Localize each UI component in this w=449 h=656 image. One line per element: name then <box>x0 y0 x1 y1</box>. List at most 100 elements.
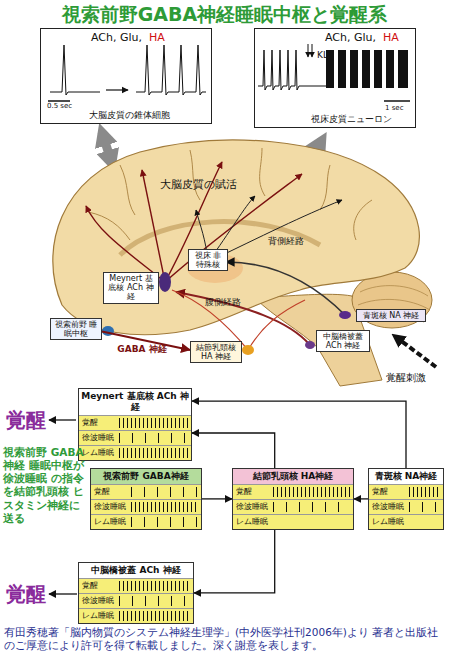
spike-ticks <box>119 611 190 621</box>
trace-panel: ACh, Glu,HA0.5 sec大脳皮質の錐体細胞 <box>40 28 212 124</box>
spike-ticks <box>273 487 350 497</box>
neuron <box>159 272 171 292</box>
nucleus-box: 青斑核 NA 神経 <box>356 309 426 322</box>
spike-ticks <box>119 596 190 606</box>
panel-text: 大脳皮質の錐体細胞 <box>89 111 170 121</box>
spike-ticks <box>273 517 350 527</box>
state-row: 徐波睡眠 <box>91 499 201 514</box>
annotation-label: 覚醒刺激 <box>386 372 426 385</box>
connector-arrow <box>354 498 368 499</box>
burst <box>338 50 346 88</box>
nucleus-name: Meynert 基底核 ACh 神経 <box>106 274 156 302</box>
state-row: レム睡眠 <box>369 514 443 529</box>
panel-text: ACh, Glu, <box>91 32 142 44</box>
table-header: 結節乳頭核 HA神経 <box>233 469 353 484</box>
nucleus-name: 視索前野 GABA神経 <box>103 471 188 481</box>
state-name: レム睡眠 <box>91 516 131 527</box>
panel-text: 1 sec <box>385 105 403 113</box>
state-name: 徐波睡眠 <box>79 432 119 443</box>
nucleus-name: 青斑核 NA 神経 <box>359 311 423 320</box>
neuron <box>339 311 351 319</box>
fiber <box>208 200 342 262</box>
spike-trace <box>50 45 100 95</box>
cerebellum-folia <box>358 286 430 322</box>
annotation-label: 覚醒 <box>6 582 46 607</box>
state-row: 徐波睡眠 <box>79 593 193 608</box>
scale-bar <box>384 100 410 102</box>
state-row: レム睡眠 <box>91 514 201 529</box>
state-name: 覚醒 <box>369 486 409 497</box>
burst <box>386 50 394 88</box>
nucleus-name: 青斑核 NA神経 <box>375 471 438 481</box>
annotation-label: 腹側経路 <box>205 297 241 308</box>
cerebrum <box>53 140 420 335</box>
state-name: 覚醒 <box>91 486 131 497</box>
state-row: 徐波睡眠 <box>369 499 443 514</box>
connector-arrow <box>194 530 275 593</box>
panel-text: KL <box>317 51 328 61</box>
arousal-stimulus-arrow <box>396 337 436 367</box>
state-name: 徐波睡眠 <box>233 501 273 512</box>
spike-ticks <box>409 502 440 512</box>
nucleus-name: 中脳橋被蓋 ACh 神経 <box>319 332 367 350</box>
state-row: 覚醒 <box>369 484 443 499</box>
connector-arrow <box>202 498 232 499</box>
spike-ticks <box>119 418 188 428</box>
neuron-activity-box: 結節乳頭核 HA神経覚醒徐波睡眠レム睡眠 <box>232 468 354 530</box>
diagram-title: 視索前野GABA神経睡眠中枢と覚醒系 <box>0 3 449 26</box>
state-row: レム睡眠 <box>79 445 191 460</box>
annotation-label: 背側経路 <box>268 236 304 247</box>
spike-ticks <box>131 487 198 497</box>
spike-ticks <box>131 502 198 512</box>
burst <box>350 50 358 88</box>
nucleus-box: 中脳橋被蓋 ACh 神経 <box>316 330 370 352</box>
panel-text: 視床皮質ニューロン <box>311 115 392 125</box>
state-name: 徐波睡眠 <box>91 501 131 512</box>
spike-ticks <box>409 487 440 497</box>
annotation-label: 覚醒 <box>6 408 46 433</box>
spike-ticks <box>119 433 188 443</box>
state-name: 徐波睡眠 <box>79 595 119 606</box>
connector-arrow <box>192 433 275 468</box>
nucleus-name: 結節乳頭核 HA 神経 <box>193 343 239 361</box>
panel-text: ACh, Glu, <box>325 32 376 44</box>
annotation-label: 視索前野 GABA神経 睡眠中枢が徐波睡眠 の指令を結節乳頭核 ヒスタミン神経に… <box>3 446 89 525</box>
annotation-label: 大脳皮質の賦活 <box>160 178 237 192</box>
spike-trace <box>136 45 206 95</box>
state-row: 覚醒 <box>233 484 353 499</box>
neuron-activity-box: 視索前野 GABA神経覚醒徐波睡眠レム睡眠 <box>90 468 202 530</box>
table-header: 視索前野 GABA神経 <box>91 469 201 484</box>
activation-arrow <box>102 132 112 164</box>
dorsal-pathway <box>226 262 345 315</box>
burst <box>374 50 382 88</box>
sulcus <box>88 148 372 240</box>
state-name: レム睡眠 <box>233 516 273 527</box>
state-name: 覚醒 <box>79 580 119 591</box>
burst <box>398 50 408 88</box>
neuron <box>242 345 254 355</box>
trace-arrow <box>106 89 128 90</box>
neuron <box>305 341 315 349</box>
spike-ticks <box>273 502 350 512</box>
nucleus-name: 視床 非特殊核 <box>191 251 225 269</box>
spike-ticks <box>119 448 188 458</box>
nucleus-name: 結節乳頭核 HA神経 <box>253 471 334 481</box>
neuron-activity-box: 青斑核 NA神経覚醒徐波睡眠レム睡眠 <box>368 468 444 530</box>
connector-label: GABA 神経 <box>117 345 166 355</box>
state-row: 徐波睡眠 <box>233 499 353 514</box>
state-name: レム睡眠 <box>79 610 119 621</box>
neuron-activity-box: 中脳橋被蓋 ACh 神経覚醒徐波睡眠レム睡眠 <box>78 562 194 624</box>
oscillation-trace <box>258 50 326 90</box>
state-row: 徐波睡眠 <box>79 430 191 445</box>
nucleus-box: 結節乳頭核 HA 神経 <box>190 341 242 363</box>
state-row: 覚醒 <box>91 484 201 499</box>
nucleus-name: Meynert 基底核 ACh 神経 <box>81 391 189 412</box>
state-name: 覚醒 <box>79 417 119 428</box>
state-row: レム睡眠 <box>79 608 193 623</box>
spike-ticks <box>131 517 198 527</box>
panel-text: 0.5 sec <box>47 103 72 111</box>
stimulus-arrow <box>308 44 309 57</box>
cholinergic-fibers <box>86 162 302 282</box>
credit-caption: 有田秀穂著「脳内物質のシステム神経生理学」(中外医学社刊2006年)より 著者と… <box>4 626 445 652</box>
